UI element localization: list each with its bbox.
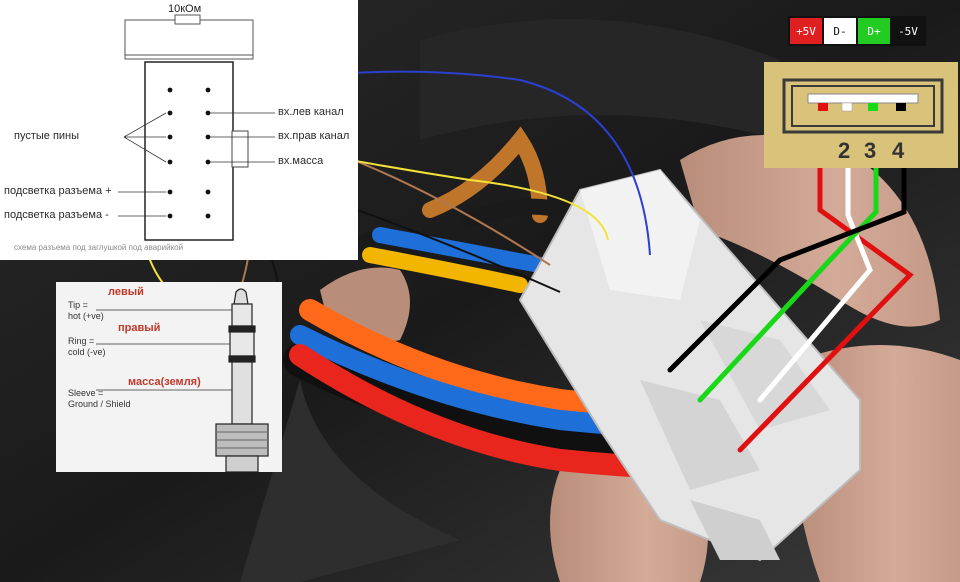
usb-pin-4: 4 (892, 138, 905, 163)
legend-minus5v-label: -5V (898, 24, 918, 38)
connector-outline (144, 61, 234, 241)
usb-pin-2: 2 (838, 138, 851, 163)
resistor-value: 10кОм (168, 3, 202, 15)
usb-port-diagram: 2 3 4 (764, 62, 958, 168)
tip-label: Tip = hot (+ve) (68, 300, 104, 321)
right-tag: правый (118, 322, 161, 334)
backlight-plus-label: подсветка разъема + (4, 185, 112, 197)
legend-d-plus-label: D+ (867, 24, 881, 38)
left-channel-label: вх.лев канал (278, 106, 344, 118)
dashboard-shadow (240, 380, 460, 582)
dashboard-panel (420, 19, 780, 140)
legend-d-minus-label: D- (833, 24, 847, 38)
legend-minus5v: -5V (890, 16, 926, 46)
backlight-minus-label: подсветка разъема - (4, 209, 109, 221)
ground-input-label: вх.масса (278, 155, 324, 167)
legend-plus5v-label: +5V (796, 24, 816, 38)
sleeve-label: Sleeve = Ground / Shield (68, 388, 131, 409)
diagram-caption: схема разъема под заглушкой под аварийко… (14, 243, 184, 252)
right-channel-label: вх.прав канал (278, 130, 350, 142)
audio-jack-diagram: левый правый масса(земля) Tip = hot (+ve… (56, 282, 282, 472)
connector-pins (167, 87, 211, 219)
pinout-drawing (118, 14, 275, 241)
white-connector (518, 168, 861, 562)
legend-plus5v: +5V (788, 16, 824, 46)
resistor-symbol (174, 14, 201, 25)
empty-pins-label: пустые пины (14, 130, 80, 142)
usb-pin-3: 3 (864, 138, 877, 163)
legend-d-minus: D- (822, 16, 858, 46)
usb-port-drawing (782, 78, 944, 134)
usb-color-legend: +5V D- D+ -5V (788, 16, 926, 46)
left-tag: левый (108, 286, 144, 298)
ground-tag: масса(земля) (128, 376, 201, 388)
legend-d-plus: D+ (856, 16, 892, 46)
jack-drawing (96, 288, 269, 472)
pinout-diagram: 10кОм пустые пины вх.лев канал вх.прав к… (0, 0, 358, 260)
ring-label: Ring = cold (-ve) (68, 336, 106, 357)
